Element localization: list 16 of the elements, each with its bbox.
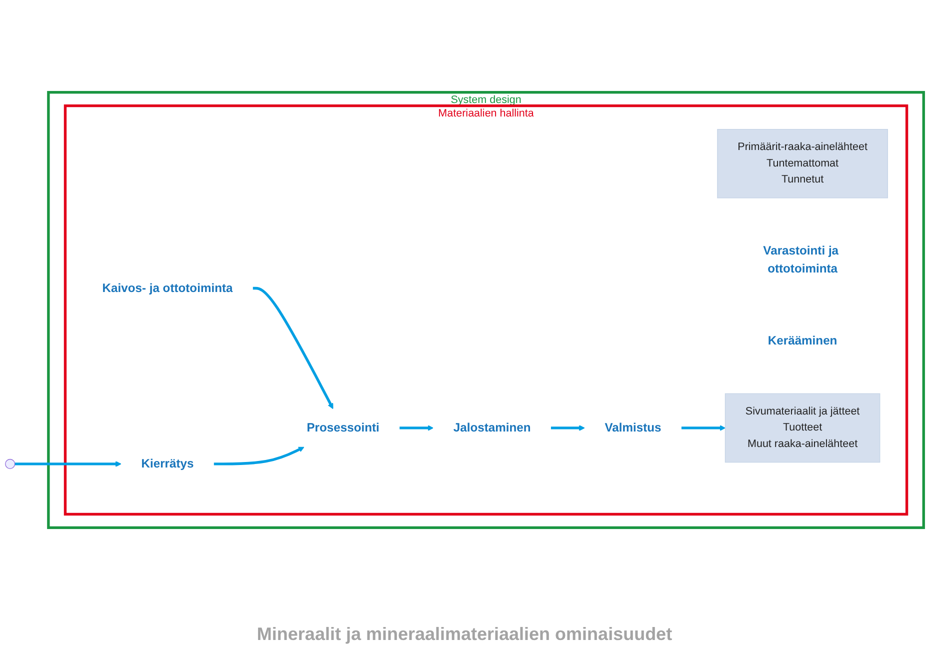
node-box: Primäärit-raaka-ainelähteet Tuntemattomat Tunnetut [717,128,888,198]
arrow [214,446,304,466]
arrow [14,460,122,467]
node-text: Varastointi ja ottotoiminta [763,244,839,276]
node-text: Prosessointi [306,420,380,434]
node-text: Kierrätys [141,456,194,470]
node-text: Kaivos- ja ottotoiminta [102,281,233,295]
node-text: Kerääminen [768,334,838,348]
node-text: Valmistus [604,420,662,434]
arrow [681,425,726,431]
arrow [252,286,334,410]
center-note: Mineraalit ja mineraalimateriaalien ominaisuudet [256,624,672,645]
arrow [400,425,434,431]
node-box: Sivumateriaalit ja jätteet Tuotteet Muut raaka-ainelähteet [724,393,880,463]
node-text: Jalostaminen [453,420,531,434]
arrow [550,425,585,431]
